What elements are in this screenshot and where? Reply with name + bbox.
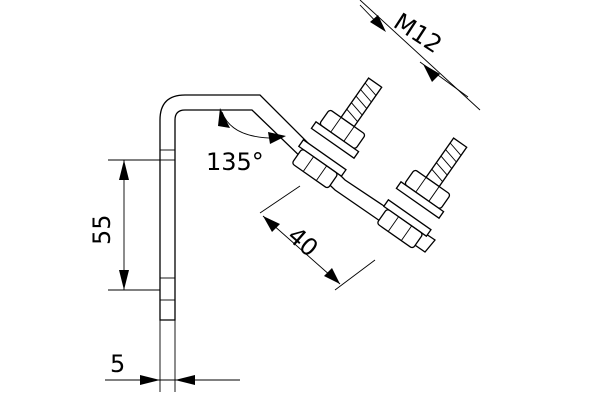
dimension-55: 55 <box>88 159 160 291</box>
bracket-strap <box>159 94 436 321</box>
m12-arrow-2 <box>423 64 440 82</box>
dimension-5: 5 <box>105 320 240 392</box>
height-arrow-2 <box>119 270 129 290</box>
dimension-55-label: 55 <box>88 214 116 245</box>
dimension-angle: 135° <box>206 108 286 176</box>
angle-arrow-1 <box>218 108 230 128</box>
dimension-angle-label: 135° <box>206 148 264 176</box>
m12-arrow-1 <box>370 15 386 32</box>
spacing-arrow-1 <box>263 216 280 232</box>
bolt-assembly-2 <box>377 137 468 249</box>
dimension-40-label: 40 <box>282 221 323 262</box>
dimension-5-label: 5 <box>110 350 125 378</box>
thickness-arrow-2 <box>175 375 195 385</box>
angle-arrow-2 <box>268 132 286 144</box>
thickness-arrow-1 <box>140 375 160 385</box>
height-arrow-1 <box>119 160 129 180</box>
spacing-arrow-2 <box>324 268 340 284</box>
bolt-assembly-1 <box>292 77 383 189</box>
dimension-m12-label: M12 <box>389 8 447 59</box>
